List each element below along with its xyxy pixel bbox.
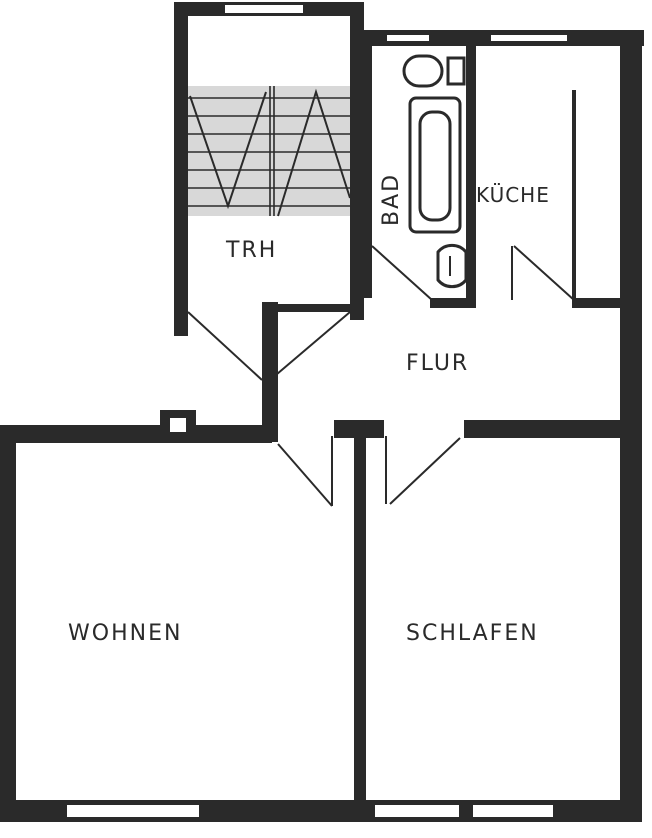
bathroom-fixtures	[402, 54, 468, 289]
room-label-schlafen: SCHLAFEN	[406, 621, 539, 646]
window-bedroom-right	[471, 803, 555, 819]
toilet-icon	[402, 54, 444, 88]
room-label-trh: TRH	[225, 238, 277, 263]
sink-icon	[436, 243, 468, 289]
room-labels: TRH BAD KÜCHE FLUR WOHNEN SCHLAFEN	[68, 173, 550, 646]
room-label-bad: BAD	[379, 173, 404, 226]
window-bath	[385, 33, 431, 43]
window-living	[65, 803, 201, 819]
room-label-wohnen: WOHNEN	[68, 621, 182, 646]
window-bedroom-left	[373, 803, 461, 819]
staircase	[188, 86, 351, 217]
windows	[65, 3, 569, 819]
window-kitchen	[489, 33, 569, 43]
window-stairwell	[223, 3, 305, 15]
interior-walls	[262, 44, 624, 806]
doors	[187, 245, 575, 507]
room-label-flur: FLUR	[406, 351, 469, 376]
room-label-kueche: KÜCHE	[476, 183, 550, 207]
